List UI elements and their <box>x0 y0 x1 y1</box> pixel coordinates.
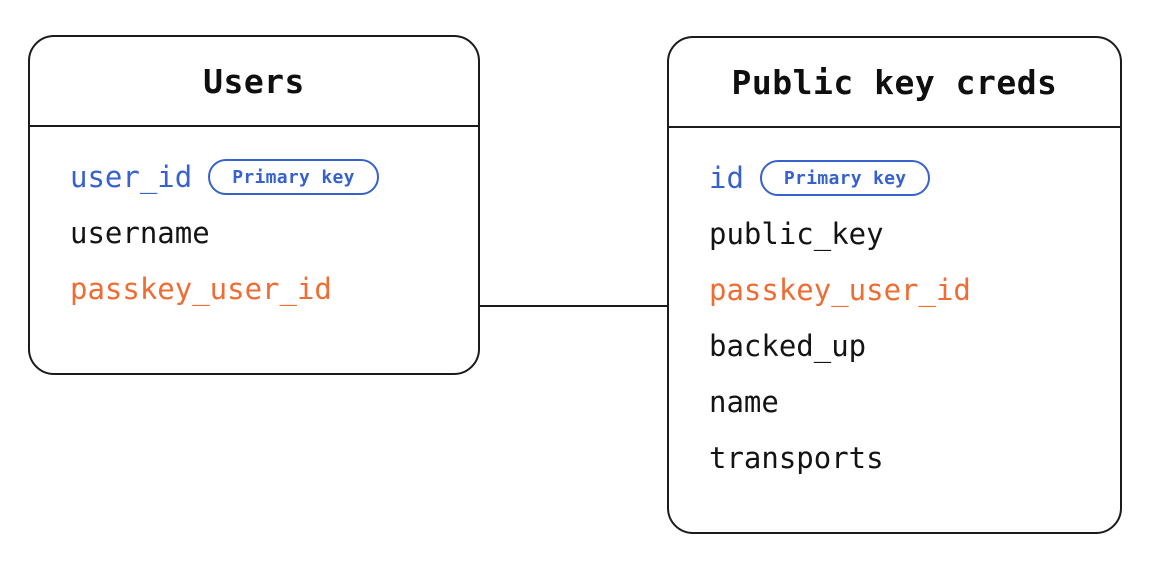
entity-users[interactable]: Users user_id Primary key username passk… <box>28 35 480 375</box>
field-name-name: name <box>709 384 779 419</box>
primary-key-badge: Primary key <box>759 160 931 196</box>
field-row-username[interactable]: username <box>30 205 478 261</box>
field-name-username: username <box>70 215 210 250</box>
field-name-passkey-user-id: passkey_user_id <box>70 271 332 306</box>
entity-users-fields: user_id Primary key username passkey_use… <box>30 127 478 339</box>
field-row-passkey-user-id[interactable]: passkey_user_id <box>30 261 478 317</box>
primary-key-badge-label: Primary key <box>232 166 355 188</box>
entity-public-key-creds[interactable]: Public key creds id Primary key public_k… <box>667 36 1122 534</box>
entity-public-key-creds-fields: id Primary key public_key passkey_user_i… <box>669 128 1120 508</box>
field-row-id[interactable]: id Primary key <box>669 150 1120 206</box>
field-name-public-key: public_key <box>709 216 884 251</box>
entity-users-title: Users <box>203 61 305 101</box>
entity-users-header: Users <box>30 37 478 127</box>
entity-public-key-creds-title: Public key creds <box>731 62 1058 102</box>
field-name-transports: transports <box>709 440 884 475</box>
primary-key-badge-label: Primary key <box>783 167 907 189</box>
field-row-backed-up[interactable]: backed_up <box>669 318 1120 374</box>
field-name-backed-up: backed_up <box>709 328 867 363</box>
field-row-name[interactable]: name <box>669 374 1120 430</box>
relationship-line-users-to-public-key-creds[interactable] <box>479 305 669 307</box>
field-row-passkey-user-id[interactable]: passkey_user_id <box>669 262 1120 318</box>
field-row-public-key[interactable]: public_key <box>669 206 1120 262</box>
field-row-transports[interactable]: transports <box>669 430 1120 486</box>
field-name-passkey-user-id: passkey_user_id <box>709 272 971 307</box>
field-row-user-id[interactable]: user_id Primary key <box>30 149 478 205</box>
entity-public-key-creds-header: Public key creds <box>669 38 1120 128</box>
field-name-user-id: user_id <box>70 159 193 194</box>
field-name-id: id <box>709 160 744 195</box>
primary-key-badge: Primary key <box>208 159 379 195</box>
